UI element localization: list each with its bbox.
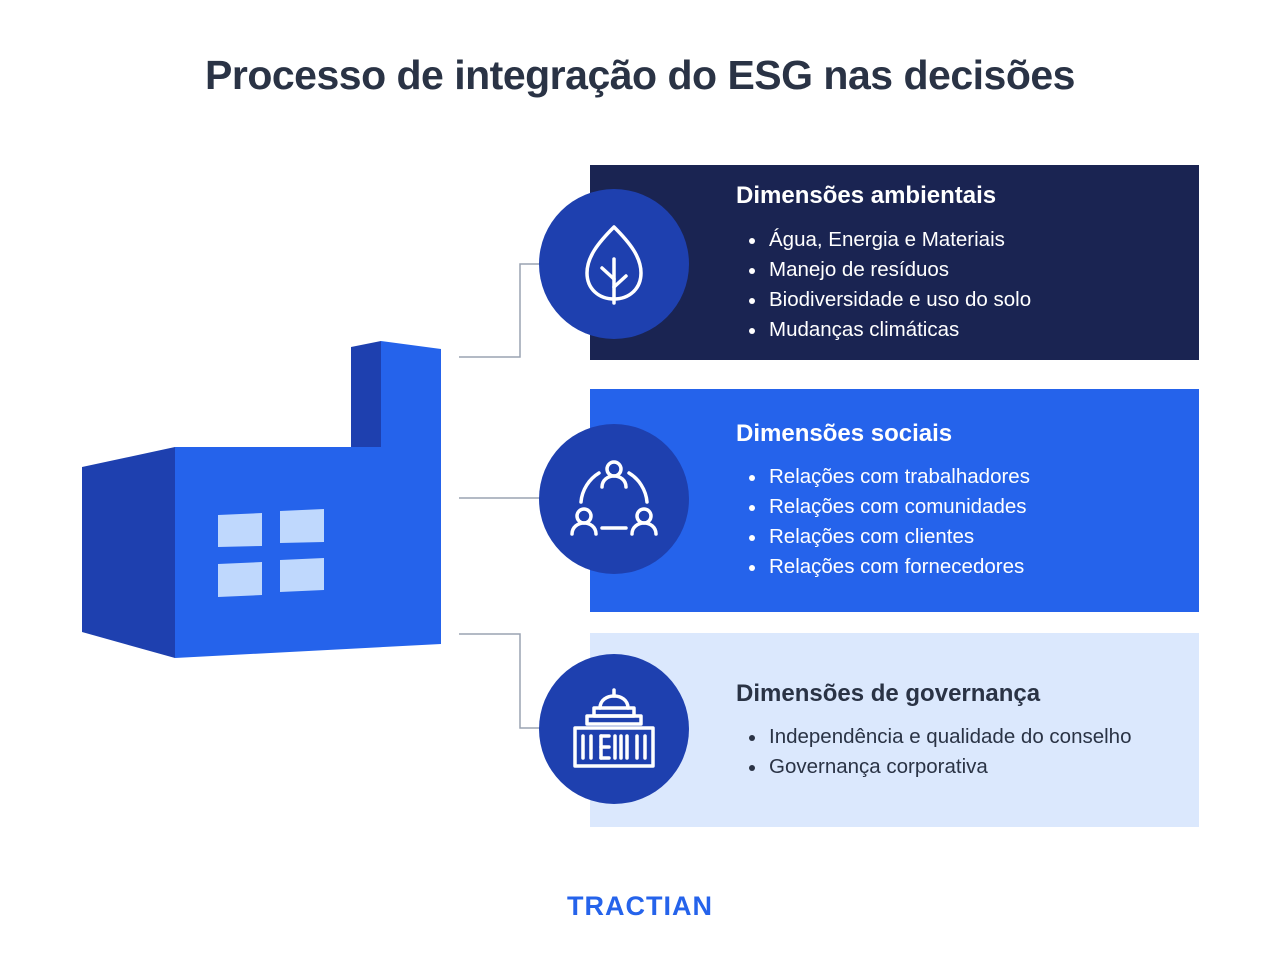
factory-chimney-side [351,341,381,450]
tractian-logo: TRACTIAN [567,891,713,921]
factory-side-wall [82,447,175,658]
factory-window [280,558,324,592]
connector-governance [459,633,542,729]
list-item: Manejo de resíduos [748,255,1031,285]
list-item: Governança corporativa [748,752,1131,782]
social-icon-circle [539,424,689,574]
government-building-icon [573,688,655,768]
leaf-icon [585,225,643,305]
list-social: Relações com trabalhadores Relações com … [736,462,1030,582]
list-item: Relações com comunidades [749,492,1030,522]
factory-front-wall [175,447,441,658]
factory-window [280,509,324,543]
page-title: Processo de integração do ESG nas decisõ… [205,52,1075,98]
list-governance: Independência e qualidade do conselho Go… [736,722,1131,782]
environmental-icon-circle [539,189,689,339]
list-item: Mudanças climáticas [748,315,1031,345]
list-item: Biodiversidade e uso do solo [748,285,1031,315]
card-governance: Dimensões de governança Independência e … [590,633,1199,827]
card-title-governance: Dimensões de governança [736,680,1041,707]
list-environmental: Água, Energia e Materiais Manejo de resí… [736,225,1031,345]
factory-chimney-front [381,341,441,450]
card-environmental: Dimensões ambientais Água, Energia e Mat… [590,165,1199,360]
factory-window [218,562,262,597]
card-social: Dimensões sociais Relações com trabalhad… [590,389,1199,612]
governance-icon-circle [539,654,689,804]
factory-window [218,513,262,547]
list-item: Relações com clientes [749,522,1030,552]
people-network-icon [570,460,658,536]
list-item: Independência e qualidade do conselho [748,722,1131,752]
list-item: Relações com fornecedores [749,552,1030,582]
card-title-social: Dimensões sociais [736,420,953,447]
card-title-environmental: Dimensões ambientais [736,182,997,209]
list-item: Relações com trabalhadores [749,462,1030,492]
list-item: Água, Energia e Materiais [748,225,1031,255]
connector-environmental [459,263,542,358]
